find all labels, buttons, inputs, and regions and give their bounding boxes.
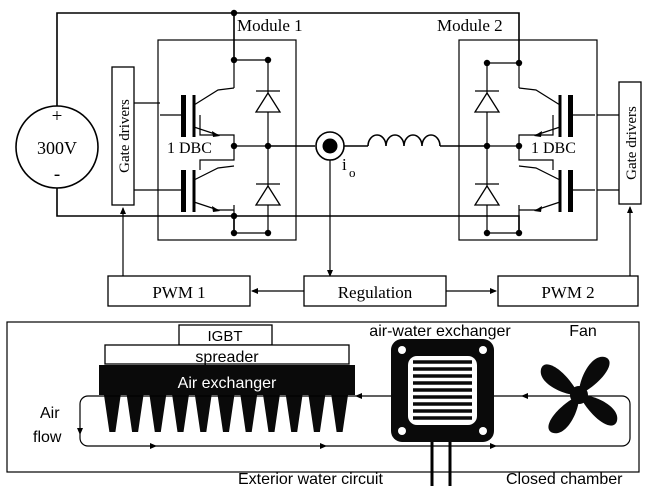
module1-junctions — [230, 9, 272, 237]
pwm2-label: PWM 2 — [541, 283, 594, 302]
exterior-water-label: Exterior water circuit — [238, 471, 383, 488]
water-pipes — [430, 442, 452, 486]
closed-chamber-box — [6, 321, 640, 473]
power-circuit: + 300V - Gate drivers Module 1 — [15, 9, 642, 307]
fan-blade — [548, 395, 580, 434]
air-flow-arrows — [77, 393, 545, 449]
inductor — [367, 134, 441, 147]
spreader-block — [104, 344, 350, 365]
fan-label: Fan — [569, 323, 597, 340]
source-minus: - — [54, 164, 60, 185]
igbt-label: IGBT — [207, 328, 242, 345]
pwm1-box — [107, 275, 251, 307]
pwm1-label: PWM 1 — [152, 283, 205, 302]
module2-box — [458, 39, 598, 241]
gate-drivers-right-label: Gate drivers — [624, 106, 640, 180]
air-water-exchanger-label: air-water exchanger — [369, 323, 511, 340]
dbc-right-label: 1 DBC — [531, 140, 576, 157]
closed-chamber-label: Closed chamber — [506, 471, 623, 488]
air-flow-label-line2: flow — [33, 429, 62, 446]
source-plus: + — [52, 106, 63, 127]
voltage-source: + 300V - — [15, 105, 99, 189]
diode-m1-upper — [254, 90, 282, 113]
regulation-label: Regulation — [338, 283, 413, 302]
module1-box — [157, 39, 297, 241]
diode-m2-upper — [473, 90, 501, 113]
gate-drivers-left-box — [111, 66, 135, 206]
dbc-left-label: 1 DBC — [167, 140, 212, 157]
pwm2-box — [497, 275, 639, 307]
top-rail — [56, 12, 520, 106]
fan-blade — [540, 364, 579, 396]
diode-m2-lower — [473, 183, 501, 206]
air-water-exchanger — [391, 339, 494, 442]
igbt-m2-lower — [518, 165, 595, 212]
current-label: i — [342, 155, 347, 174]
gate-drivers-left-label: Gate drivers — [117, 99, 133, 173]
current-sensor — [315, 131, 345, 161]
module2-label: Module 2 — [437, 16, 503, 35]
spreader-label: spreader — [195, 349, 259, 366]
fan-icon — [540, 356, 618, 434]
igbt-m1-lower — [160, 165, 235, 212]
module2-junctions — [483, 59, 523, 237]
gate-drivers-right-box — [618, 81, 642, 205]
igbt-m1-upper — [160, 87, 235, 137]
source-value: 300V — [37, 138, 77, 158]
air-exchanger-label: Air exchanger — [178, 375, 277, 392]
current-subscript: o — [349, 165, 356, 180]
fan-blade — [579, 394, 618, 426]
air-flow-label-line1: Air — [40, 405, 60, 422]
diode-m1-lower — [254, 183, 282, 206]
igbt-m2-upper — [518, 87, 595, 137]
cooling-setup: IGBT spreader Air exchanger Air flow — [6, 321, 640, 488]
fan-blade — [578, 356, 610, 395]
module1-label: Module 1 — [237, 16, 303, 35]
air-exchanger-heatsink — [99, 365, 355, 432]
